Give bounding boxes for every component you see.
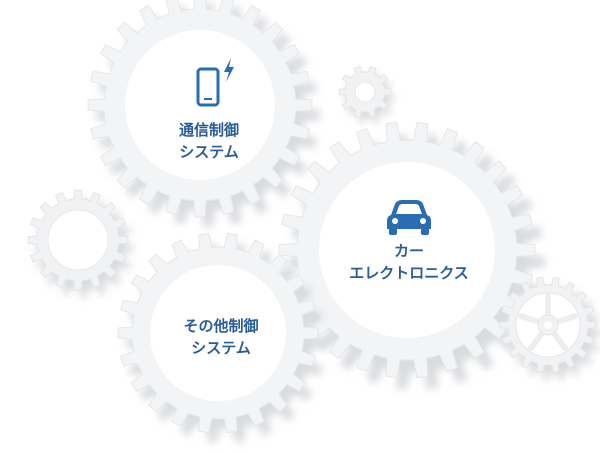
small-gear-left: [27, 189, 134, 298]
car-electronics-label: カー エレクトロニクス: [349, 240, 469, 284]
communication-line1: 通信制御: [178, 121, 240, 139]
car-icon: [387, 200, 431, 235]
car-line2: エレクトロニクス: [349, 264, 469, 282]
gear-communication: [87, 0, 320, 227]
communication-line2: システム: [179, 143, 239, 161]
gear-car-electronics: [278, 121, 545, 390]
other-system-label: その他制御 システム: [183, 315, 258, 359]
spoked-gear-right: [499, 276, 600, 381]
other-line1: その他制御: [183, 317, 259, 335]
communication-system-label: 通信制御 システム: [179, 119, 239, 163]
tiny-gear-top: [338, 65, 395, 124]
car-line1: カー: [393, 242, 424, 260]
other-line2: システム: [191, 339, 251, 357]
smartphone-lightning-icon: [196, 58, 234, 107]
gear-other-systems: [117, 232, 326, 443]
